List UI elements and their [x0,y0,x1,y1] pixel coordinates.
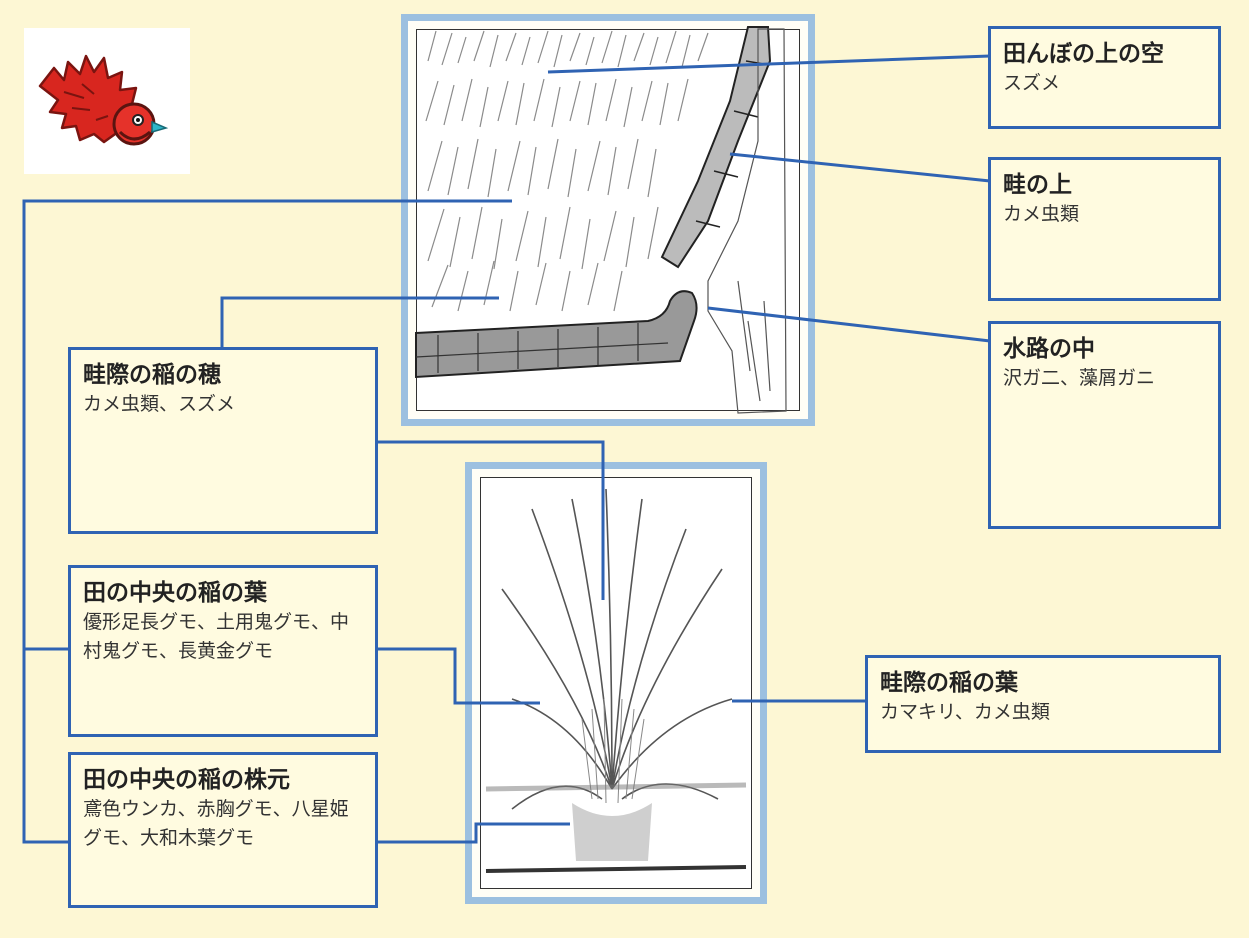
callout-center-base: 田の中央の稲の株元 鳶色ウンカ、赤胸グモ、八星姫グモ、大和木葉グモ [68,752,378,908]
callout-ridge-title: 畦の上 [1003,172,1072,198]
callout-ridge-leaf-title: 畦際の稲の葉 [880,670,1018,696]
callout-ridge-ear-body: カメ虫類、スズメ [83,393,236,415]
callout-ridge-ear: 畦際の稲の穂 カメ虫類、スズメ [68,347,378,534]
callout-center-base-body: 鳶色ウンカ、赤胸グモ、八星姫グモ、大和木葉グモ [83,798,349,849]
callout-ridge-ear-title: 畦際の稲の穂 [83,362,221,388]
callout-sky: 田んぼの上の空 スズメ [988,26,1221,129]
callout-ridge-body: カメ虫類 [1003,203,1080,225]
callout-waterway-title: 水路の中 [1003,336,1095,362]
callout-ridge-leaf: 畦際の稲の葉 カマキリ、カメ虫類 [865,655,1221,753]
bird-illustration [24,28,190,174]
callout-sky-body: スズメ [1003,72,1061,94]
callout-center-leaf-body: 優形足長グモ、土用鬼グモ、中村鬼グモ、長黄金グモ [83,611,350,662]
rice-plant-sketch-frame [465,462,767,904]
field-sketch [415,26,787,414]
callout-waterway: 水路の中 沢ガ二、藻屑ガニ [988,321,1221,529]
callout-center-leaf: 田の中央の稲の葉 優形足長グモ、土用鬼グモ、中村鬼グモ、長黄金グモ [68,565,378,737]
rice-plant-sketch [485,488,747,873]
callout-waterway-body: 沢ガ二、藻屑ガニ [1003,367,1156,389]
callout-center-base-title: 田の中央の稲の株元 [83,767,290,793]
callout-center-leaf-title: 田の中央の稲の葉 [83,580,267,606]
sparrow-icon [38,54,169,146]
callout-ridge-leaf-body: カマキリ、カメ虫類 [880,701,1050,723]
callout-ridge: 畦の上 カメ虫類 [988,157,1221,301]
callout-sky-title: 田んぼの上の空 [1003,41,1164,67]
field-sketch-frame [401,14,815,426]
